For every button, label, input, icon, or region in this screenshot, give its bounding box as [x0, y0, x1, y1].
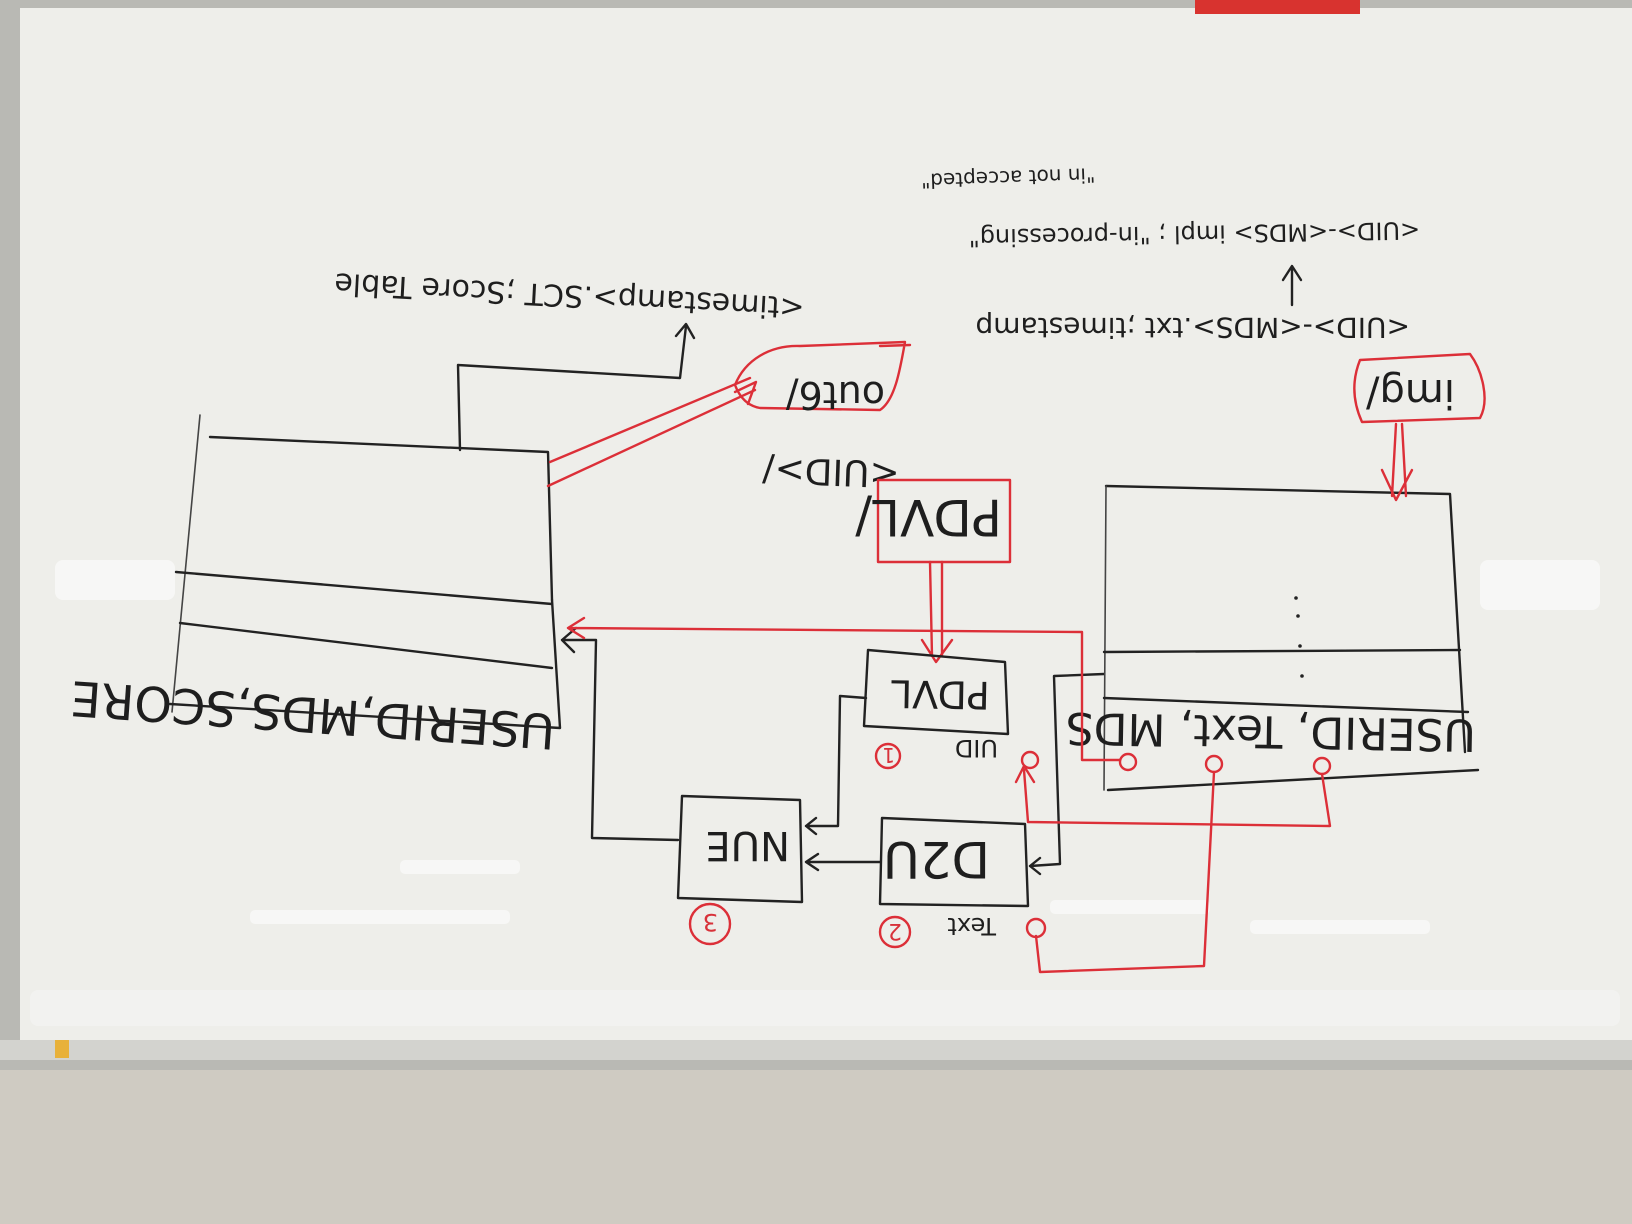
wire-mds-to-score-table — [566, 616, 1122, 762]
step-2-circle — [878, 915, 912, 949]
d2u-step: D2U — [878, 816, 1030, 908]
arrow-right-table-to-d2u — [1028, 672, 1106, 876]
uid-folder-label: <UID>/ — [761, 448, 900, 494]
arrow-nue-to-score — [560, 626, 680, 842]
pdvl-folder-outline — [876, 478, 1012, 564]
arrow-to-sct — [456, 322, 696, 452]
board-glare — [30, 560, 1620, 1026]
text-table: USERID, Text, MDS — [1065, 484, 1480, 792]
d2u-input-label: Text — [947, 912, 997, 940]
arrow-img-down — [1380, 422, 1414, 502]
nue-step: NUE — [676, 794, 804, 904]
step-2-label: 2 — [888, 918, 902, 943]
arrow-pdvl-to-nue — [804, 694, 868, 836]
pdvl-step-label: PDVL — [891, 671, 990, 717]
whiteboard-surface — [20, 8, 1632, 1040]
port-mds-2 — [1118, 752, 1138, 772]
txt-note: <UID>-<MDS>.txt ;timestamp — [975, 311, 1410, 344]
arrow-table-to-out — [546, 376, 758, 488]
img-folder-outline — [1353, 352, 1486, 424]
red-magnet — [1195, 0, 1360, 14]
out-folder-label: out6/ — [786, 373, 885, 417]
pdvl-folder-label: PDVL/ — [855, 488, 1002, 546]
step-1-circle — [874, 742, 902, 770]
arrow-to-impl-note — [1281, 264, 1303, 307]
d2u-step-label: D2U — [883, 830, 990, 888]
port-userid — [1020, 750, 1040, 770]
img-folder-label: img/ — [1366, 370, 1455, 416]
text-table-columns: USERID, Text, MDS — [1065, 702, 1476, 760]
wire-uid-to-pdvl — [1014, 764, 1332, 828]
step-3-label: 3 — [703, 908, 718, 936]
tray-sticker — [55, 1040, 69, 1058]
pdvl-step: PDVL — [862, 648, 1010, 736]
arrow-pdvl-down — [920, 560, 954, 664]
nue-step-label: NUE — [706, 822, 790, 868]
wire-text-to-d2u — [1034, 770, 1216, 974]
arrow-d2u-to-nue — [804, 852, 882, 872]
pdvl-input-label: UID — [955, 734, 998, 762]
step-3-circle — [688, 902, 732, 946]
marker-tray — [0, 1040, 1632, 1060]
step-1-label: 1 — [882, 743, 895, 767]
